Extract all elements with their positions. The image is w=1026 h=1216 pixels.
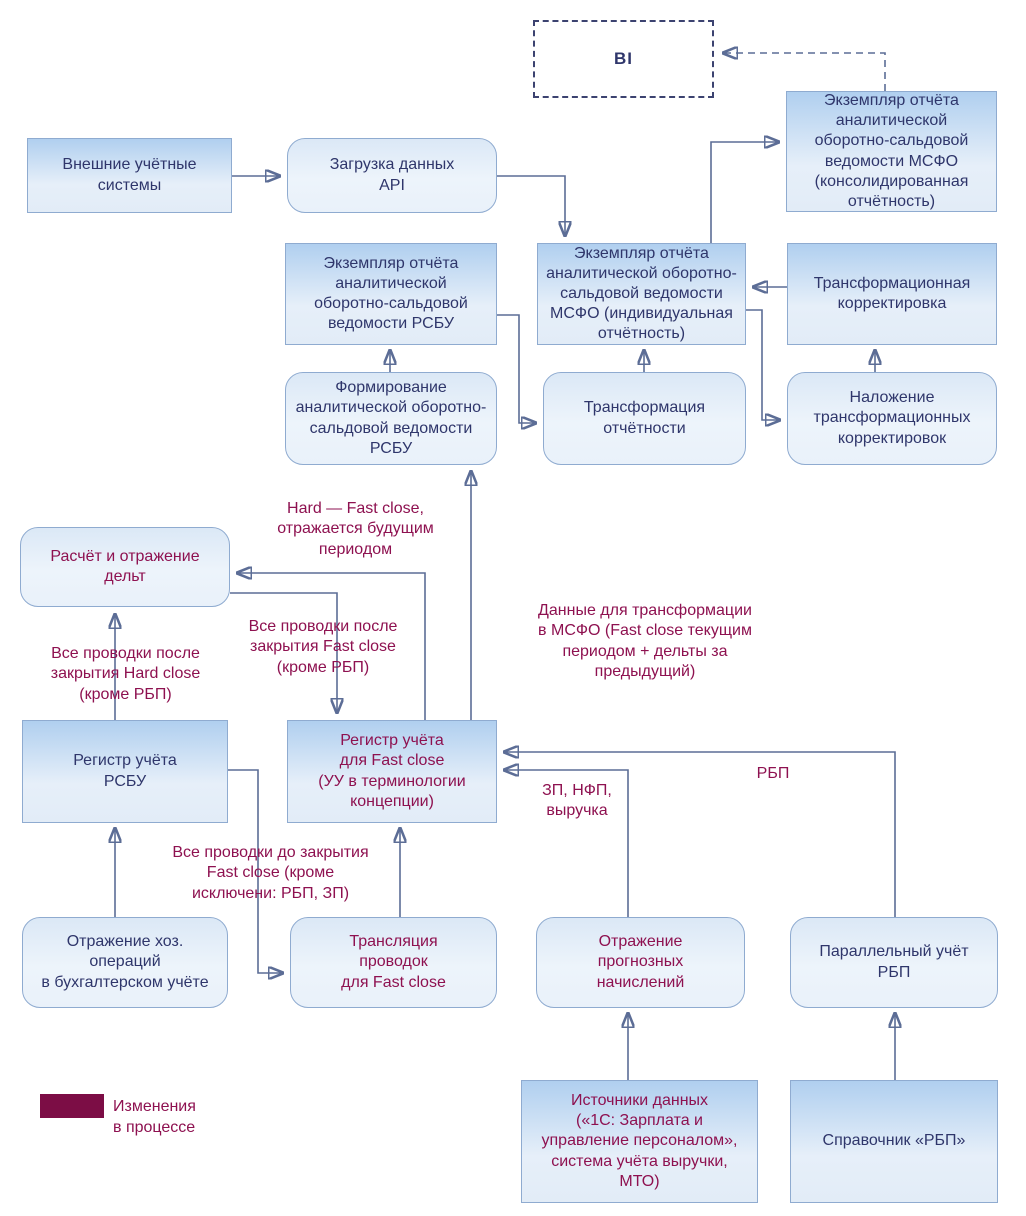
node-fastclose-register: Регистр учёта для Fast close (УУ в терми… [287,720,497,823]
node-rbp-dictionary: Справочник «РБП» [790,1080,998,1203]
node-rsbu-formation: Формирование аналитической оборотно- сал… [285,372,497,465]
node-forecast-accruals: Отражение прогнозных начислений [536,917,745,1008]
label-rbp: РБП [756,765,790,782]
node-postings-translation: Трансляция проводок для Fast close [290,917,497,1008]
edge-parallel-to-fastclose [506,752,896,917]
label-before-fast-close: Все проводки до закрытия Fast close (кро… [172,844,369,902]
node-rsbu-register: Регистр учёта РСБУ [22,720,228,823]
label-after-fast-close: Все проводки после закрытия Fast close (… [248,618,398,676]
node-msfo-individual: Экземпляр отчёта аналитической оборотно-… [537,243,746,345]
edge-rsbu-instance-to-transformation [497,314,534,423]
node-rsbu-instance: Экземпляр отчёта аналитической оборотно-… [285,243,497,345]
edge-forecast-to-fastclose [506,770,629,917]
label-hard-fast-close: Hard — Fast close, отражается будущим пе… [277,500,434,558]
edge-fastclose-to-delta [239,573,426,720]
edge-delta-to-fastclose [230,592,337,711]
legend-changed-swatch [40,1094,104,1118]
edge-api-to-msfo-individual [497,175,565,234]
edge-rsbu-register-to-translation [228,769,281,973]
edge-individual-to-overlay [746,309,778,420]
node-adjustments-overlay: Наложение трансформационных корректирово… [787,372,997,465]
node-msfo-consolidated: Экземпляр отчёта аналитической оборотно-… [786,91,997,212]
edge-individual-to-consolidated [710,142,777,243]
node-api-load: Загрузка данных API [287,138,497,213]
node-reporting-transformation: Трансформация отчётности [543,372,746,465]
node-bi: BI [533,20,714,98]
label-zp-nfp-revenue: ЗП, НФП, выручка [542,782,612,820]
node-data-sources: Источники данных («1С: Зарплата и управл… [521,1080,758,1203]
node-business-ops: Отражение хоз. операций в бухгалтерском … [22,917,228,1008]
legend-changed-label: Изменения в процессе [113,1098,196,1136]
node-delta-calc: Расчёт и отражение дельт [20,527,230,607]
node-external-systems: Внешние учётные системы [27,138,232,213]
node-transformation-adjustment: Трансформационная корректировка [787,243,997,345]
label-after-hard-close: Все проводки после закрытия Hard close (… [50,645,201,703]
edge-consolidated-to-bi [725,53,886,91]
node-parallel-rbp: Параллельный учёт РБП [790,917,998,1008]
label-data-for-transformation: Данные для трансформации в МСФО (Fast cl… [538,602,752,681]
